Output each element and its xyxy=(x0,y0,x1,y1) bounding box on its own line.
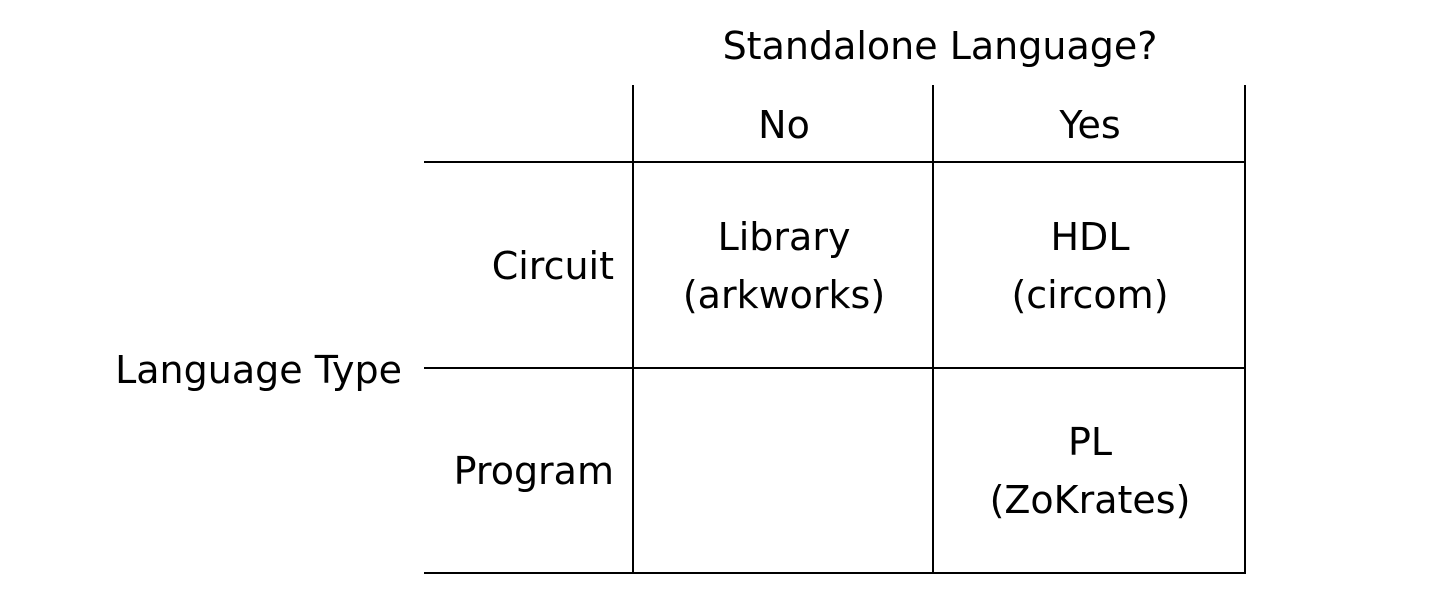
grid-line-header-bottom xyxy=(424,161,1246,163)
cell-circuit-no: Library (arkworks) xyxy=(634,208,934,324)
grid-line-right xyxy=(1244,85,1246,574)
grid-line-row-divider xyxy=(424,367,1246,369)
cell-example: (circom) xyxy=(1011,273,1169,317)
row-header-circuit: Circuit xyxy=(491,244,614,288)
row-axis-label: Language Type xyxy=(115,348,402,392)
column-header-yes: Yes xyxy=(1059,103,1121,147)
grid-line-left xyxy=(632,85,634,574)
cell-name: Library xyxy=(717,215,851,259)
column-axis-label: Standalone Language? xyxy=(722,24,1158,68)
row-header-program: Program xyxy=(453,449,614,493)
cell-name: PL xyxy=(1067,420,1113,464)
column-header-no: No xyxy=(758,103,810,147)
cell-example: (arkworks) xyxy=(682,273,886,317)
grid-line-middle xyxy=(932,85,934,574)
cell-name: HDL xyxy=(1050,215,1130,259)
grid-line-bottom xyxy=(424,572,1246,574)
cell-program-yes: PL (ZoKrates) xyxy=(934,413,1246,529)
cell-circuit-yes: HDL (circom) xyxy=(934,208,1246,324)
cell-example: (ZoKrates) xyxy=(989,478,1191,522)
